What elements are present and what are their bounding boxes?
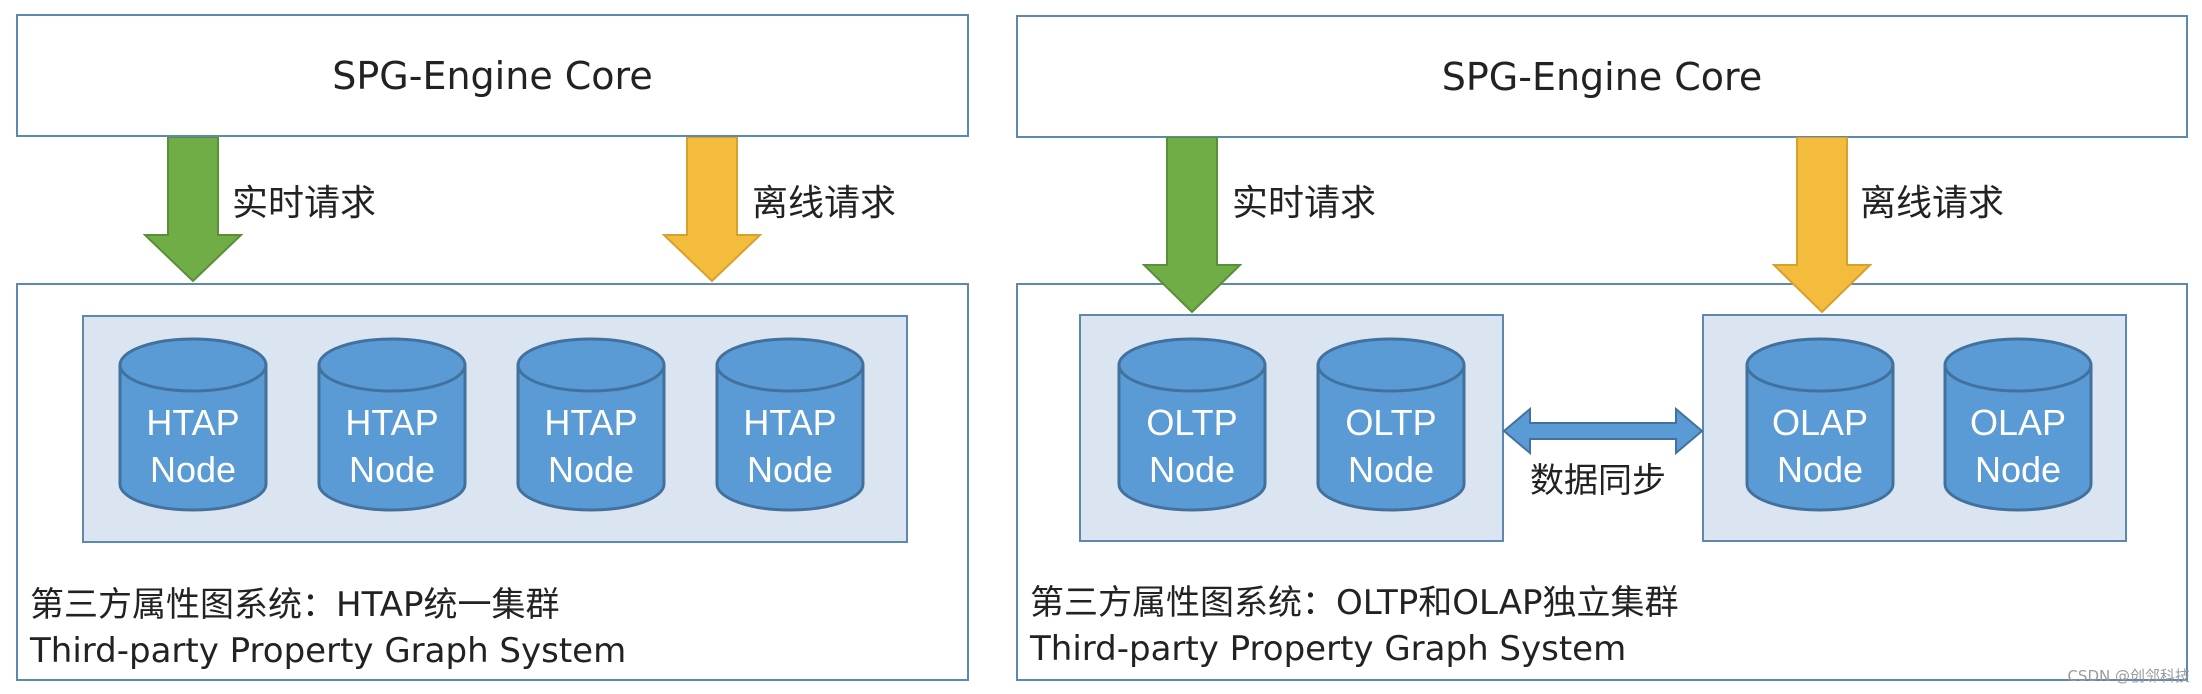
right-caption-en: Third-party Property Graph System — [1030, 629, 1627, 669]
right-offline-label: 离线请求 — [1860, 183, 2005, 224]
left-caption: 第三方属性图系统：HTAP统一集群 Third-party Property G… — [30, 582, 626, 674]
node-label: OLTP — [1345, 402, 1437, 443]
node-sublabel: Node — [348, 449, 436, 490]
node-label: OLAP — [1771, 402, 1869, 443]
node-label: HTAP — [146, 402, 240, 443]
watermark: CSDN @创邻科技 — [2067, 667, 2190, 685]
htap-node-3: HTAP Node — [516, 337, 666, 512]
htap-node-2: HTAP Node — [317, 337, 467, 512]
node-sublabel: Node — [149, 449, 237, 490]
right-caption-zh: 第三方属性图系统：OLTP和OLAP独立集群 — [1030, 583, 1679, 623]
left-offline-label: 离线请求 — [752, 183, 897, 224]
left-offline-arrow — [662, 137, 762, 283]
node-sublabel: Node — [1148, 449, 1236, 490]
node-label: OLAP — [1969, 402, 2067, 443]
right-core-box: SPG-Engine Core — [1016, 15, 2188, 138]
right-core-title: SPG-Engine Core — [1441, 54, 1763, 99]
right-caption: 第三方属性图系统：OLTP和OLAP独立集群 Third-party Prope… — [1030, 580, 1679, 672]
left-realtime-label: 实时请求 — [232, 183, 377, 224]
left-caption-en: Third-party Property Graph System — [30, 631, 627, 671]
node-sublabel: Node — [1776, 449, 1864, 490]
right-realtime-arrow — [1142, 137, 1242, 314]
olap-node-1: OLAP Node — [1745, 337, 1895, 512]
node-label: HTAP — [544, 402, 638, 443]
node-label: HTAP — [345, 402, 439, 443]
olap-node-2: OLAP Node — [1943, 337, 2093, 512]
oltp-node-1: OLTP Node — [1117, 337, 1267, 512]
node-sublabel: Node — [746, 449, 834, 490]
left-caption-zh: 第三方属性图系统：HTAP统一集群 — [30, 585, 560, 625]
data-sync-arrow — [1502, 406, 1704, 456]
htap-node-4: HTAP Node — [715, 337, 865, 512]
node-label: OLTP — [1146, 402, 1238, 443]
left-realtime-arrow — [143, 137, 243, 283]
node-sublabel: Node — [1347, 449, 1435, 490]
right-offline-arrow — [1772, 137, 1872, 314]
data-sync-label: 数据同步 — [1530, 461, 1666, 501]
htap-node-1: HTAP Node — [118, 337, 268, 512]
left-core-box: SPG-Engine Core — [16, 14, 969, 137]
node-sublabel: Node — [547, 449, 635, 490]
oltp-node-2: OLTP Node — [1316, 337, 1466, 512]
right-realtime-label: 实时请求 — [1232, 183, 1377, 224]
left-core-title: SPG-Engine Core — [332, 53, 653, 98]
node-sublabel: Node — [1974, 449, 2062, 490]
node-label: HTAP — [743, 402, 837, 443]
